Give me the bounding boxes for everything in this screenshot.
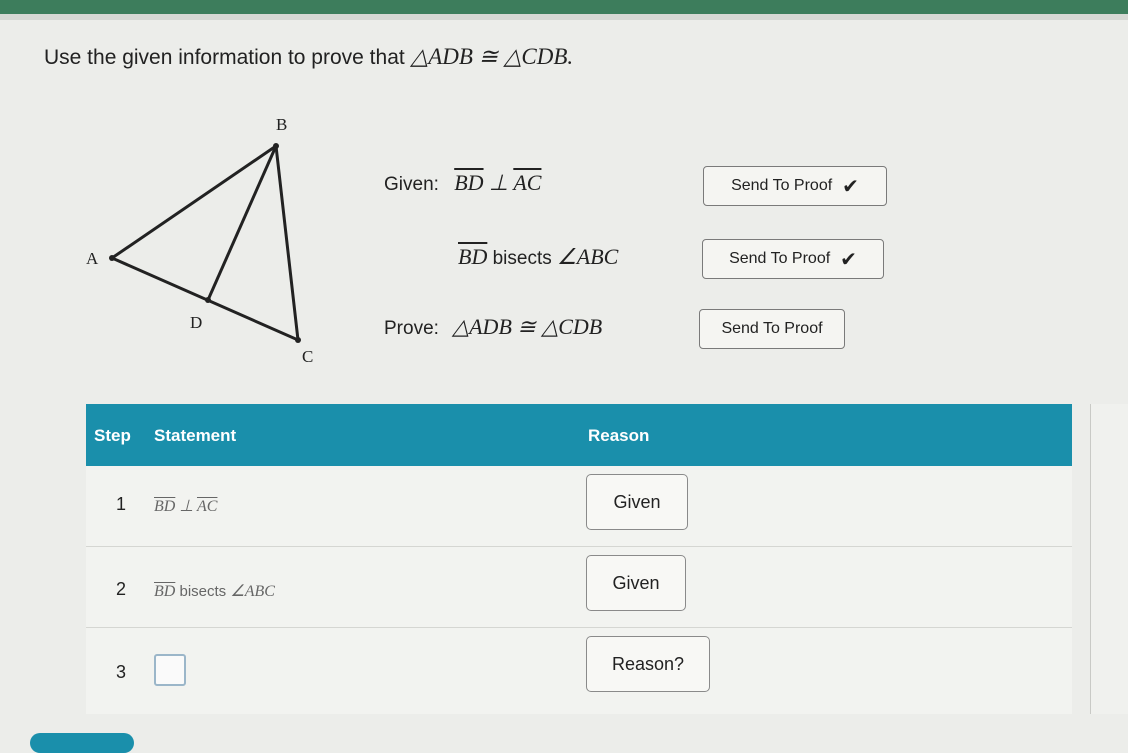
checkmark-icon: ✔ [840,248,857,271]
header-statement: Statement [154,426,237,445]
given-statement-1: Given: BD ⊥ AC [384,170,541,196]
reason-button-3[interactable]: Reason? [586,636,710,692]
label-d: D [190,313,202,332]
segment-bd [206,145,278,301]
segment-bd: BD [154,583,176,600]
table-row: 2 BD bisects ∠ABC Given [86,547,1072,628]
top-bar [0,0,1128,14]
segment-ac-given: AC [513,170,542,195]
prompt-text: Use the given information to prove that [44,46,411,69]
problem-prompt: Use the given information to prove that … [44,44,573,70]
send-to-proof-button-3[interactable]: Send To Proof [699,309,845,349]
bisects-text: bisects [175,583,231,600]
given-statement-2: BD bisects ∠ABC [458,244,618,270]
send-to-proof-label-3: Send To Proof [721,320,823,337]
label-c: C [302,347,313,366]
angle-abc: ∠ABC [557,244,619,269]
prompt-math: △ADB ≅ △CDB. [410,44,574,69]
prove-statement: Prove: △ADB ≅ △CDB [384,314,602,340]
label-a: A [86,249,99,268]
bisects-text: bisects [487,248,558,269]
point-c [295,337,301,343]
header-step: Step [94,426,131,445]
triangle-diagram: B A D C [86,115,313,366]
given-label: Given: [384,174,439,195]
segment-bd-given: BD [454,170,484,195]
prove-label: Prove: [384,318,439,339]
statement-input-box[interactable] [154,654,186,686]
reason-button-1[interactable]: Given [586,474,688,530]
send-to-proof-button-1[interactable]: Send To Proof ✔ [703,166,887,206]
table-header: Step Statement Reason [86,404,1072,466]
table-row: 1 BD ⊥ AC Given [86,466,1072,547]
point-b [273,143,279,149]
table-row: 3 Reason? [86,628,1072,714]
step-number: 2 [116,579,127,599]
segment-bd: BD [154,498,176,515]
statement-text: BD bisects ∠ABC [154,581,275,601]
send-to-proof-label-2: Send To Proof [729,250,831,267]
label-b: B [276,115,287,134]
send-to-proof-label-1: Send To Proof [731,177,833,194]
segment-ac: AC [196,498,218,515]
prove-math: △ADB ≅ △CDB [452,314,603,339]
side-panel-edge [1090,404,1128,714]
proof-table: Step Statement Reason 1 BD ⊥ AC Given 2 … [86,404,1072,714]
send-to-proof-button-2[interactable]: Send To Proof ✔ [702,239,884,279]
top-bar-shadow [0,14,1128,20]
step-number: 1 [116,494,127,514]
statement-text: BD ⊥ AC [154,496,217,516]
angle-abc: ∠ABC [230,583,275,600]
point-d [205,297,211,303]
reason-button-2[interactable]: Given [586,555,686,611]
checkmark-icon: ✔ [842,175,859,198]
step-number: 3 [116,662,127,682]
header-reason: Reason [588,426,650,445]
segment-bd-bisect: BD [458,244,488,269]
perp-symbol: ⊥ [175,498,197,515]
bottom-action-button[interactable] [30,733,134,753]
point-a [109,255,115,261]
perp-symbol: ⊥ [483,170,514,195]
outer-triangle [108,143,300,343]
